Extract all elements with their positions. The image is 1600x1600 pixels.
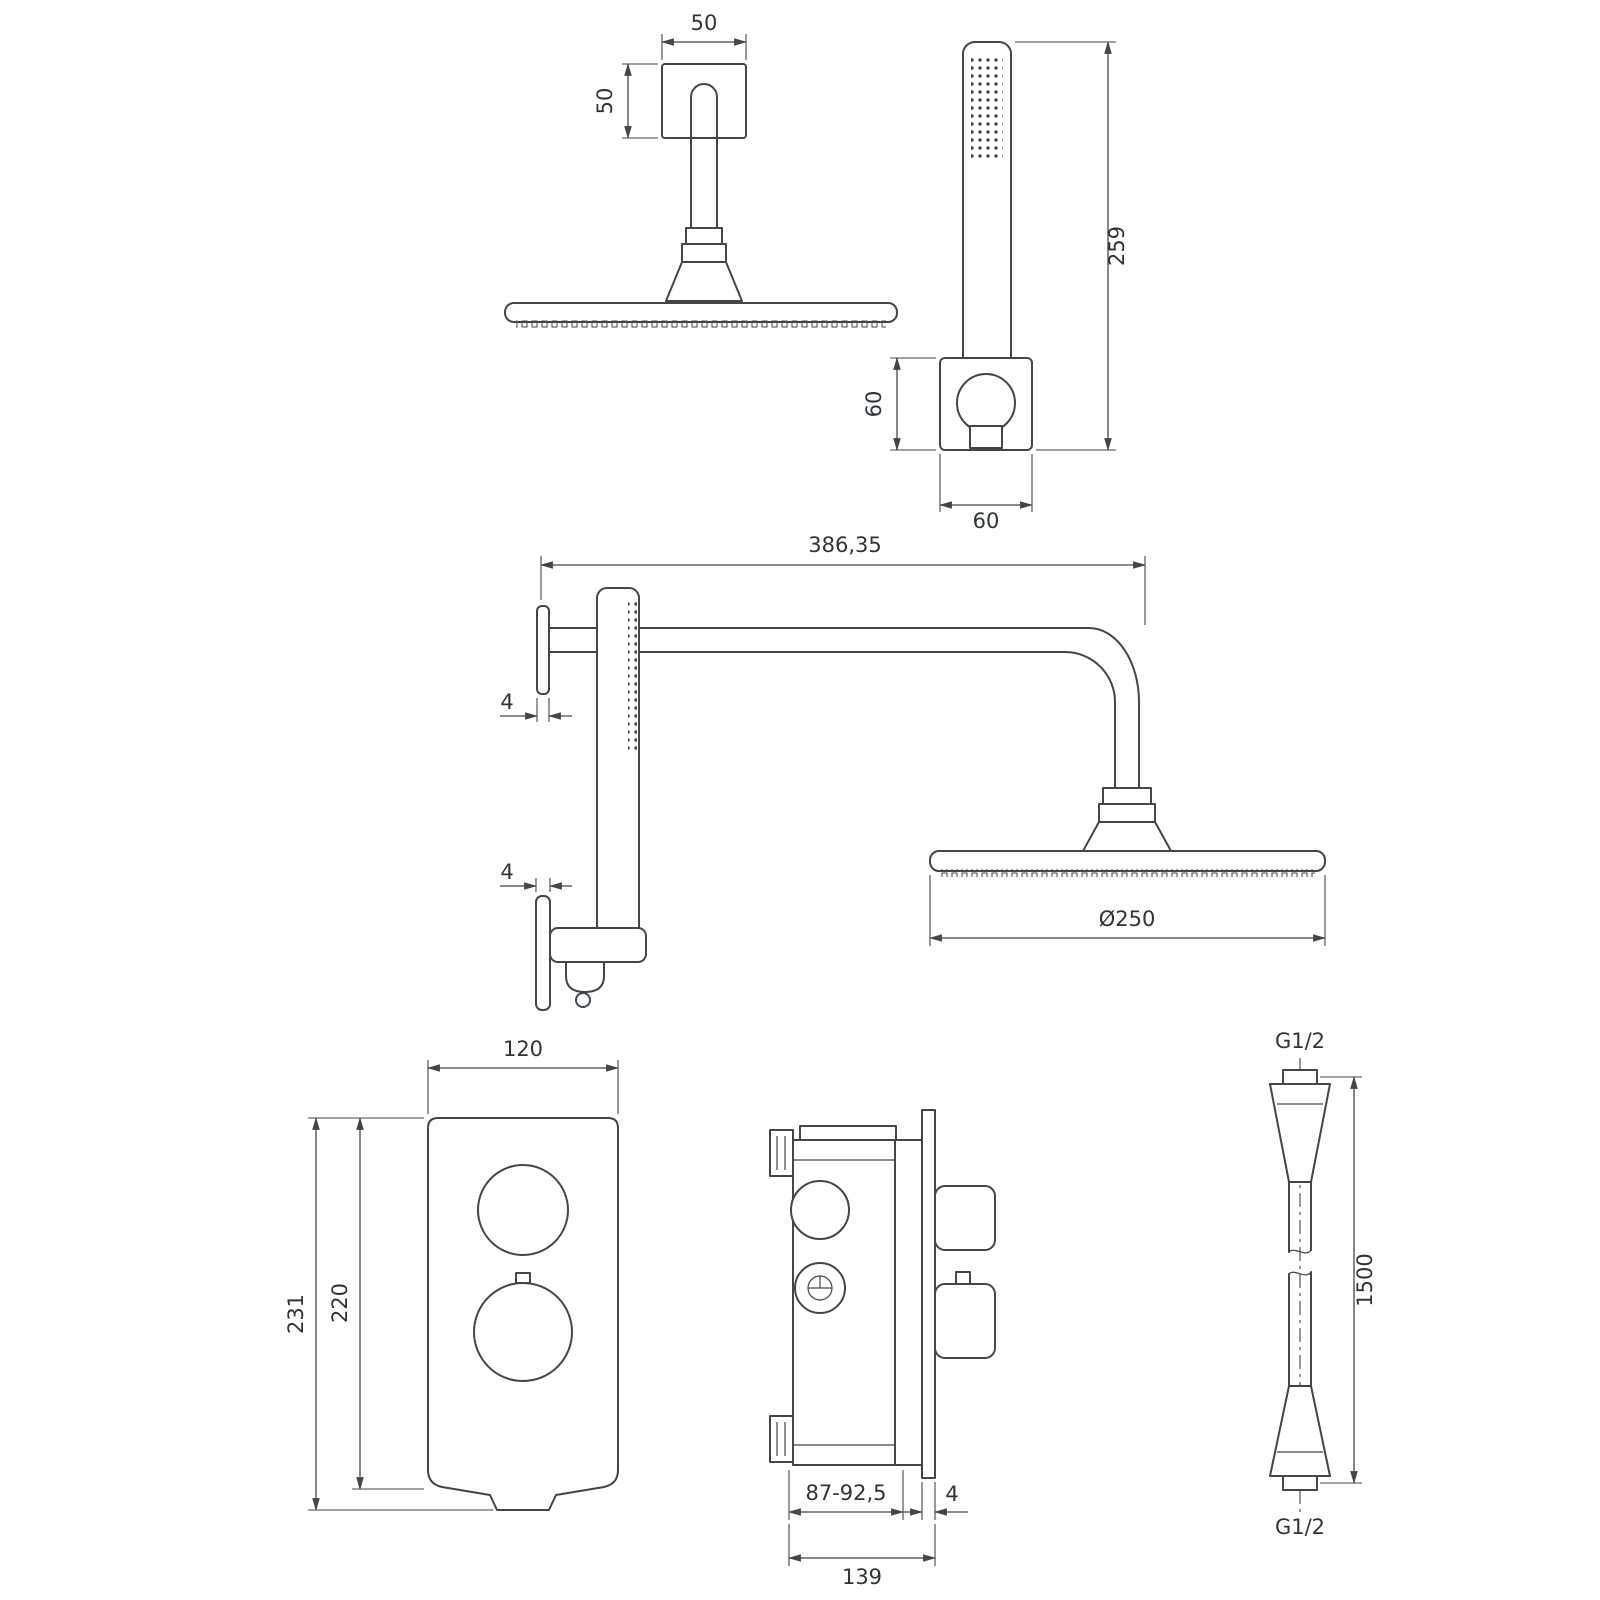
view-shower-head-front: 50 50 [504,11,898,328]
dim-label: 60 [862,391,886,418]
dim-label: 87-92,5 [805,1481,886,1505]
view-hose: G1/2 G1/2 1500 [1269,1029,1377,1539]
holder-escutcheon [535,895,551,1011]
dimension-bracket-height: 60 [862,356,936,452]
dimension-depth-range: 87-92,5 [787,1470,905,1520]
dimension-arm-reach: 386,35 [539,533,1147,625]
valve-knob-bottom [473,1282,573,1382]
arm-bend-front [690,83,718,139]
body-port-top [790,1180,850,1240]
head-cone [665,261,743,302]
arm-drop-tube [690,137,718,229]
outlet-clip [969,425,1003,449]
shower-head-slab [504,302,898,323]
nozzle-row [516,320,886,328]
wall-plate-front [661,63,747,139]
dimension-valve-height-inner: 220 [328,1116,424,1491]
shower-head-slab-side [929,850,1326,872]
side-knob-tab [955,1271,971,1285]
body-detail-lines [793,1159,895,1446]
hose-thread-top-label: G1/2 [1275,1029,1325,1053]
hose-break-symbol [1288,1249,1312,1276]
arm-wall-flange [536,605,550,695]
view-hand-shower-front: 259 60 60 [862,40,1129,533]
dim-label: 259 [1105,226,1129,266]
view-valve-side: 87-92,5 4 139 [769,1109,996,1589]
hose-nut-top [1282,1069,1318,1085]
valve-knob-top [477,1164,569,1256]
side-knob-top [934,1185,996,1251]
dim-label: 386,35 [808,533,881,557]
valve-top-cap [799,1125,897,1141]
spray-face-dots [971,58,1003,158]
dimension-hose-length: 1500 [1320,1075,1377,1485]
arm-tube-inner [548,651,1116,789]
view-valve-front: 120 231 220 [284,1037,620,1512]
arm-nut-side [1102,787,1152,805]
mount-lug-bottom [769,1415,794,1463]
dim-label: 220 [328,1283,352,1323]
dim-label: 4 [500,690,513,714]
dim-label: 231 [284,1294,308,1334]
holder-knob [575,992,591,1008]
dim-label: 60 [973,509,1000,533]
valve-wall-plate [921,1109,936,1479]
hose-cone-top [1269,1083,1331,1183]
dim-label: Ø250 [1099,907,1156,931]
knob-tab [515,1272,531,1284]
view-arm-side: 386,35 4 4 Ø250 [500,533,1327,1011]
nozzle-row-side [940,869,1315,877]
arm-collar-side [1098,803,1156,823]
dim-label: 50 [691,11,718,35]
dim-label: 4 [945,1482,958,1506]
head-cone-side [1082,821,1172,852]
spray-dots-side [628,600,637,750]
holder-bracket [549,927,647,963]
dimension-flange-thickness-top: 4 [500,690,572,722]
valve-adjust-ribs [894,1139,923,1466]
side-knob-bottom [934,1283,996,1359]
dimension-plate-thickness: 4 [903,1482,968,1520]
dim-label: 139 [842,1565,882,1589]
dimension-head-height: 50 [593,62,658,140]
outlet-ring [956,373,1016,433]
dimension-valve-height-outer: 231 [284,1116,493,1512]
lug-slot-top [776,1136,786,1170]
mount-lug-top [769,1129,794,1177]
dimension-hand-shower-height: 259 [1015,40,1129,452]
dimension-bracket-width: 60 [938,454,1034,533]
dimension-head-width: 50 [660,11,748,60]
arm-tube-outer [548,627,1140,789]
dim-label: 120 [503,1037,543,1061]
arm-collar [681,243,727,263]
hose-nut-bottom [1282,1475,1318,1491]
dim-label: 1500 [1353,1253,1377,1306]
holder-hook [565,961,605,993]
hose-thread-bottom-label: G1/2 [1275,1515,1325,1539]
hose-body [1288,1181,1312,1387]
dimension-head-diameter: Ø250 [928,875,1327,946]
dimension-valve-width: 120 [426,1037,620,1114]
lug-slot-bottom [776,1422,786,1456]
port-lever-mark [808,1276,832,1289]
hose-cone-bottom [1269,1385,1331,1477]
dim-label: 4 [500,860,513,884]
arm-nut [685,227,723,245]
dimension-total-depth: 139 [787,1524,937,1589]
dimension-flange-thickness-bottom: 4 [500,860,572,892]
dim-label: 50 [593,88,617,115]
